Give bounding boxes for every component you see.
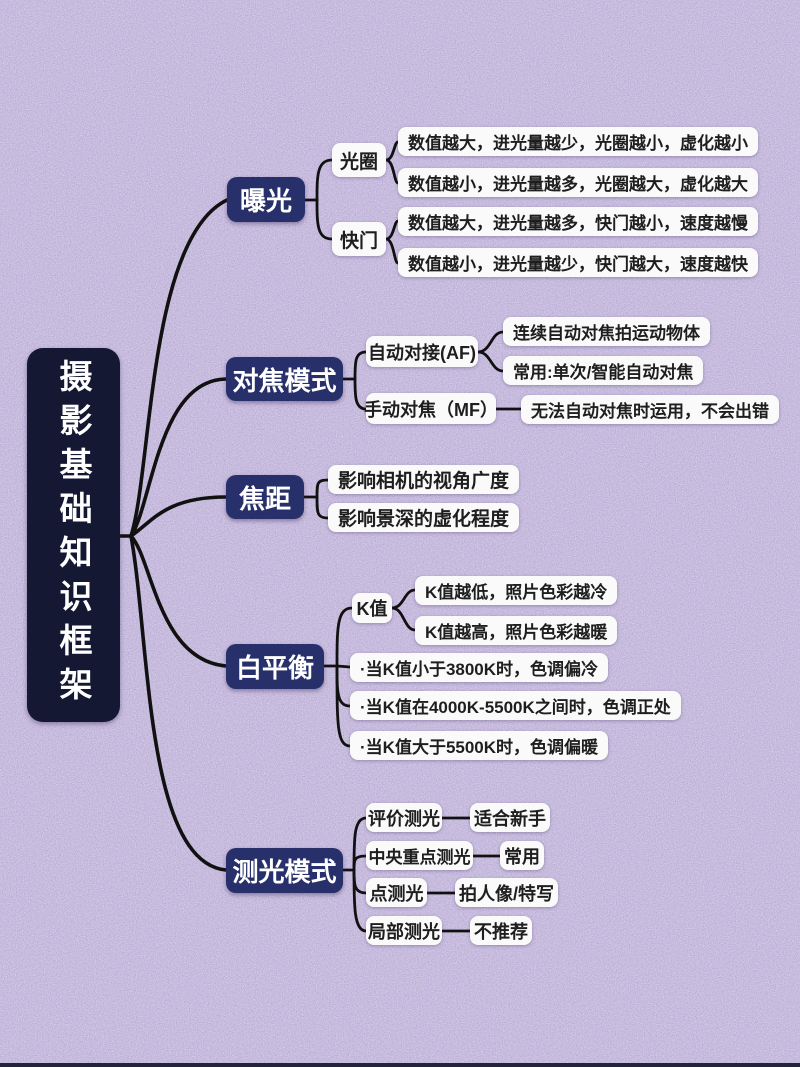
- leaf-node: 连续自动对焦拍运动物体: [503, 317, 710, 346]
- branch-label: 白平衡: [235, 653, 314, 683]
- subnode-kvalue: K值: [352, 593, 392, 623]
- branch-label: 对焦模式: [232, 365, 337, 396]
- branch-label: 曝光: [239, 186, 292, 216]
- leaf-node: 数值越大，进光量越少，光圈越小，虚化越小: [398, 127, 758, 156]
- subnode-aperture: 光圈: [332, 143, 386, 177]
- leaf-node: 常用:单次/智能自动对焦: [503, 356, 704, 385]
- subnode-label: 局部测光: [368, 921, 440, 942]
- branch-node-focal-length: 焦距: [226, 475, 304, 519]
- subnode-center-weighted-metering: 中央重点测光: [366, 841, 473, 870]
- leaf-node: 影响相机的视角广度: [328, 465, 520, 494]
- leaf-text: 影响景深的虚化程度: [338, 509, 510, 530]
- leaf-node: 数值越大，进光量越多，快门越小，速度越慢: [398, 207, 758, 236]
- leaf-node: K值越低，照片色彩越冷: [415, 576, 618, 605]
- branch-node-exposure: 曝光: [227, 177, 305, 222]
- subnode-label: 手动对焦（MF）: [364, 399, 498, 420]
- branch-label: 测光模式: [232, 857, 337, 887]
- subnode-manual-focus: 手动对焦（MF）: [364, 393, 498, 424]
- leaf-node: ·当K值在4000K-5500K之间时，色调正处: [350, 691, 681, 720]
- branch-node-focus-mode: 对焦模式: [226, 357, 343, 401]
- subnode-label: 自动对接(AF): [368, 342, 476, 363]
- leaf-text: 拍人像/特写: [459, 883, 555, 904]
- subnode-spot-metering: 点测光: [366, 878, 427, 907]
- leaf-text: K值越低，照片色彩越冷: [425, 583, 608, 602]
- branch-label: 焦距: [238, 483, 291, 514]
- leaf-node: K值越高，照片色彩越暖: [415, 616, 618, 645]
- leaf-text: 数值越小，进光量越少，快门越大，速度越快: [408, 255, 748, 274]
- leaf-node: 适合新手: [470, 803, 550, 832]
- leaf-text: 适合新手: [474, 808, 546, 829]
- leaf-text: ·当K值大于5500K时，色调偏暖: [360, 738, 599, 757]
- branch-connectors: [302, 140, 523, 933]
- branch-node-white-balance: 白平衡: [226, 644, 324, 689]
- leaf-text: 连续自动对焦拍运动物体: [513, 324, 700, 343]
- leaf-node: 常用: [500, 841, 544, 870]
- branch-node-metering-mode: 测光模式: [226, 848, 343, 893]
- root-connectors: [118, 198, 229, 872]
- leaf-text: 数值越大，进光量越多，快门越小，速度越慢: [408, 214, 748, 233]
- leaf-text: 数值越小，进光量越多，光圈越大，虚化越大: [408, 175, 748, 194]
- root-node: 摄影基础知识框架: [27, 348, 120, 722]
- leaf-node: 影响景深的虚化程度: [328, 503, 520, 532]
- leaf-text: 影响相机的视角广度: [338, 471, 510, 492]
- leaf-text: K值越高，照片色彩越暖: [425, 623, 608, 642]
- leaf-text: 常用:单次/智能自动对焦: [513, 363, 694, 382]
- leaf-text: 数值越大，进光量越少，光圈越小，虚化越小: [408, 134, 748, 153]
- subnode-label: 评价测光: [368, 808, 440, 829]
- leaf-node: 不推荐: [470, 916, 532, 945]
- leaf-node: 数值越小，进光量越多，光圈越大，虚化越大: [398, 168, 758, 197]
- leaf-node: 数值越小，进光量越少，快门越大，速度越快: [398, 248, 758, 277]
- leaf-node: 拍人像/特写: [455, 878, 559, 907]
- leaf-text: ·当K值在4000K-5500K之间时，色调正处: [360, 698, 671, 717]
- leaf-text: 不推荐: [474, 921, 528, 942]
- leaf-text: 无法自动对焦时运用，不会出错: [531, 402, 769, 421]
- leaf-text: ·当K值小于3800K时，色调偏冷: [360, 660, 599, 679]
- subnode-autofocus: 自动对接(AF): [366, 336, 478, 367]
- subnode-label: 点测光: [369, 883, 424, 904]
- leaf-node: ·当K值小于3800K时，色调偏冷: [350, 653, 609, 682]
- subnode-label: 快门: [339, 230, 378, 252]
- subnode-label: 光圈: [339, 151, 378, 173]
- root-title: 摄影基础知识框架: [55, 359, 92, 711]
- subnode-label: 中央重点测光: [368, 848, 471, 867]
- subnode-evaluative-metering: 评价测光: [366, 803, 442, 832]
- subnode-label: K值: [356, 599, 388, 619]
- leaf-text: 常用: [504, 846, 540, 867]
- bottom-edge-bar: [0, 1063, 800, 1067]
- subnode-shutter: 快门: [332, 222, 386, 256]
- leaf-node: 无法自动对焦时运用，不会出错: [521, 395, 779, 424]
- leaf-node: ·当K值大于5500K时，色调偏暖: [350, 731, 609, 760]
- subnode-partial-metering: 局部测光: [366, 916, 442, 945]
